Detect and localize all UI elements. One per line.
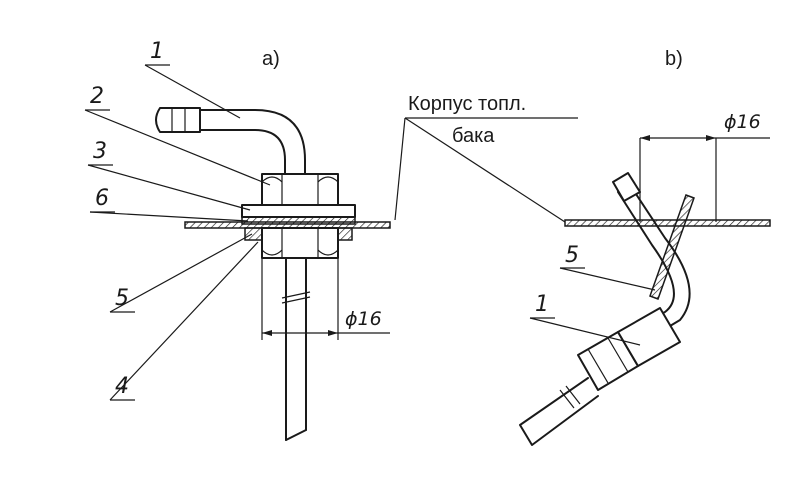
view-a-drawing: ϕ16 1 2 3 6 5 4 a) — [84, 39, 391, 441]
callout-b-5: 5 — [565, 243, 579, 268]
view-a-label: a) — [262, 48, 280, 70]
callout-b-1: 1 — [535, 292, 549, 317]
callout-a-2: 2 — [90, 84, 104, 109]
view-b-drawing: ϕ16 5 1 b) — [519, 48, 771, 446]
dimension-b — [639, 135, 770, 222]
tank-label-line1: Корпус топл. — [408, 93, 526, 115]
callout-leaders-b — [529, 267, 656, 346]
callout-a-5: 5 — [115, 286, 129, 311]
gasket-6 — [241, 216, 356, 225]
view-b-label: b) — [665, 48, 683, 70]
tank-wall-b — [564, 219, 771, 227]
dimension-label-a: ϕ16 — [345, 308, 382, 330]
nut-upper-2 — [261, 173, 339, 206]
sleeve-b — [617, 307, 681, 367]
callout-a-1: 1 — [150, 39, 164, 64]
callout-a-3: 3 — [93, 139, 107, 164]
tank-label-line2: бака — [452, 125, 495, 147]
tube-lower-b — [519, 377, 599, 446]
dimension-label-b: ϕ16 — [724, 111, 761, 133]
washer-3 — [241, 204, 356, 218]
callout-a-6: 6 — [95, 186, 109, 211]
callout-a-4: 4 — [115, 374, 129, 399]
tube-bent-1 — [155, 107, 306, 175]
callout-leaders-a — [84, 64, 271, 401]
nut-lower-4 — [261, 227, 339, 259]
tube-shaft-a — [281, 257, 311, 441]
dimension-a — [261, 258, 390, 340]
tube-bent-b — [612, 172, 691, 336]
tank-label-group: Корпус топл. бака — [394, 93, 578, 223]
